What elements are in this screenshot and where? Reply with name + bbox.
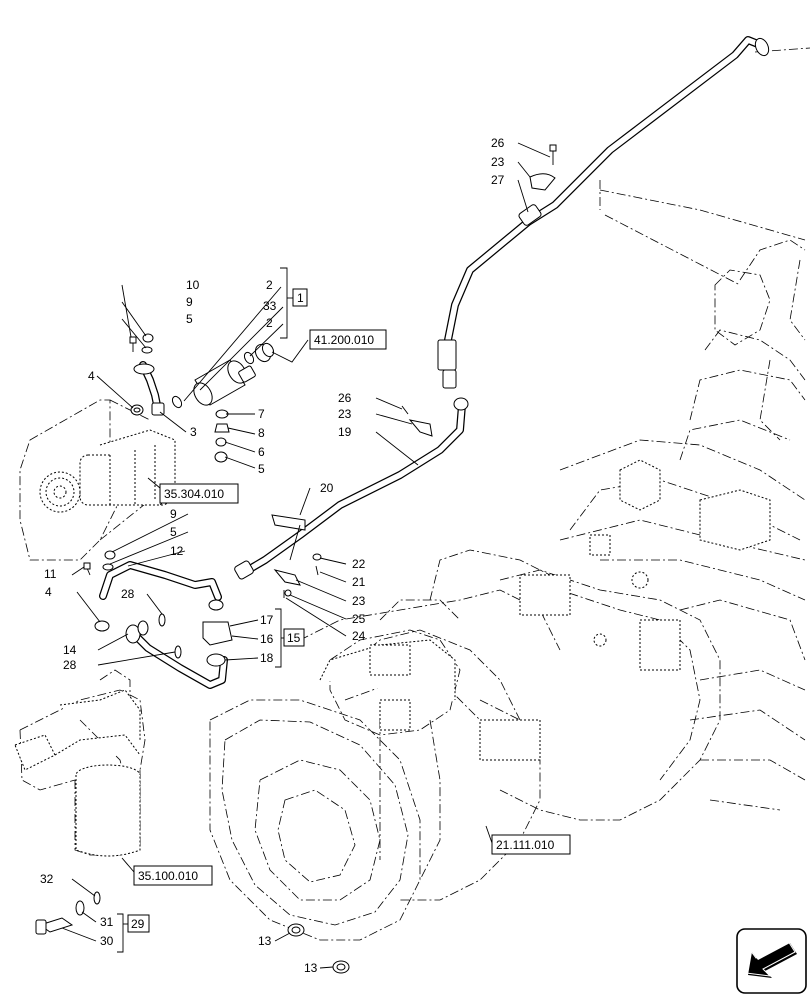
callout-17: 17 bbox=[260, 613, 274, 627]
callout-9: 9 bbox=[186, 295, 193, 309]
callout-16: 16 bbox=[260, 632, 274, 646]
group-brackets bbox=[117, 267, 293, 953]
callout-11: 11 bbox=[44, 567, 57, 581]
callout-22: 22 bbox=[352, 557, 366, 571]
callout-5: 5 bbox=[186, 312, 193, 326]
callout-26: 26 bbox=[491, 136, 505, 150]
callout-numbers: 26 23 27 10 9 5 4 3 2 33 2 7 8 6 5 26 23… bbox=[40, 136, 505, 975]
callout-21: 21 bbox=[352, 575, 366, 589]
callout-28: 28 bbox=[63, 658, 77, 672]
callout-8: 8 bbox=[258, 426, 265, 440]
transmission-housing bbox=[319, 459, 771, 761]
callout-3: 3 bbox=[190, 425, 197, 439]
pipe-19 bbox=[234, 397, 469, 580]
callout-5: 5 bbox=[258, 462, 265, 476]
group-1-label: 1 bbox=[297, 291, 304, 305]
callout-7: 7 bbox=[258, 407, 265, 421]
callout-31: 31 bbox=[100, 915, 114, 929]
callout-28: 28 bbox=[121, 587, 135, 601]
callout-2: 2 bbox=[266, 278, 273, 292]
callout-14: 14 bbox=[63, 643, 77, 657]
callout-10: 10 bbox=[186, 278, 200, 292]
callout-18: 18 bbox=[260, 651, 274, 665]
pipe-14 bbox=[125, 620, 228, 689]
callout-30: 30 bbox=[100, 934, 114, 948]
ref-35-304-010: 35.304.010 bbox=[164, 487, 224, 501]
ref-21-111-010: 21.111.010 bbox=[496, 838, 555, 852]
group-15-label: 15 bbox=[287, 631, 301, 645]
callout-25: 25 bbox=[352, 612, 366, 626]
callout-9: 9 bbox=[170, 507, 177, 521]
callout-4: 4 bbox=[88, 369, 95, 383]
callout-23: 23 bbox=[352, 594, 366, 608]
callout-20: 20 bbox=[320, 481, 334, 495]
callout-27: 27 bbox=[491, 173, 505, 187]
callout-24: 24 bbox=[352, 629, 366, 643]
direction-arrow-icon bbox=[736, 928, 807, 994]
callout-23: 23 bbox=[338, 407, 352, 421]
callout-6: 6 bbox=[258, 445, 265, 459]
callout-33: 33 bbox=[263, 299, 277, 313]
group-29-label: 29 bbox=[131, 917, 145, 931]
oil-filter-assembly bbox=[14, 689, 141, 857]
callout-13: 13 bbox=[304, 961, 318, 975]
pipe-3 bbox=[133, 361, 165, 416]
sensor-unit-1 bbox=[171, 342, 275, 409]
pipe-12 bbox=[99, 561, 222, 601]
callout-5: 5 bbox=[170, 525, 177, 539]
callout-26: 26 bbox=[338, 391, 352, 405]
callout-13: 13 bbox=[258, 934, 272, 948]
callout-4: 4 bbox=[45, 585, 52, 599]
callout-23: 23 bbox=[491, 155, 505, 169]
ref-35-100-010: 35.100.010 bbox=[138, 869, 198, 883]
callout-19: 19 bbox=[338, 425, 352, 439]
hardware-parts bbox=[35, 144, 557, 974]
pipe-27 bbox=[437, 36, 770, 389]
leader-lines bbox=[61, 142, 551, 969]
callout-12: 12 bbox=[170, 544, 184, 558]
reference-boxes: 41.200.010 35.304.010 35.100.010 21.111.… bbox=[133, 329, 571, 886]
callout-2: 2 bbox=[266, 316, 273, 330]
hydraulic-pump-assembly bbox=[39, 429, 176, 513]
group-boxes: 1 15 29 bbox=[127, 288, 308, 933]
ref-41-200-010: 41.200.010 bbox=[314, 333, 374, 347]
callout-32: 32 bbox=[40, 872, 54, 886]
